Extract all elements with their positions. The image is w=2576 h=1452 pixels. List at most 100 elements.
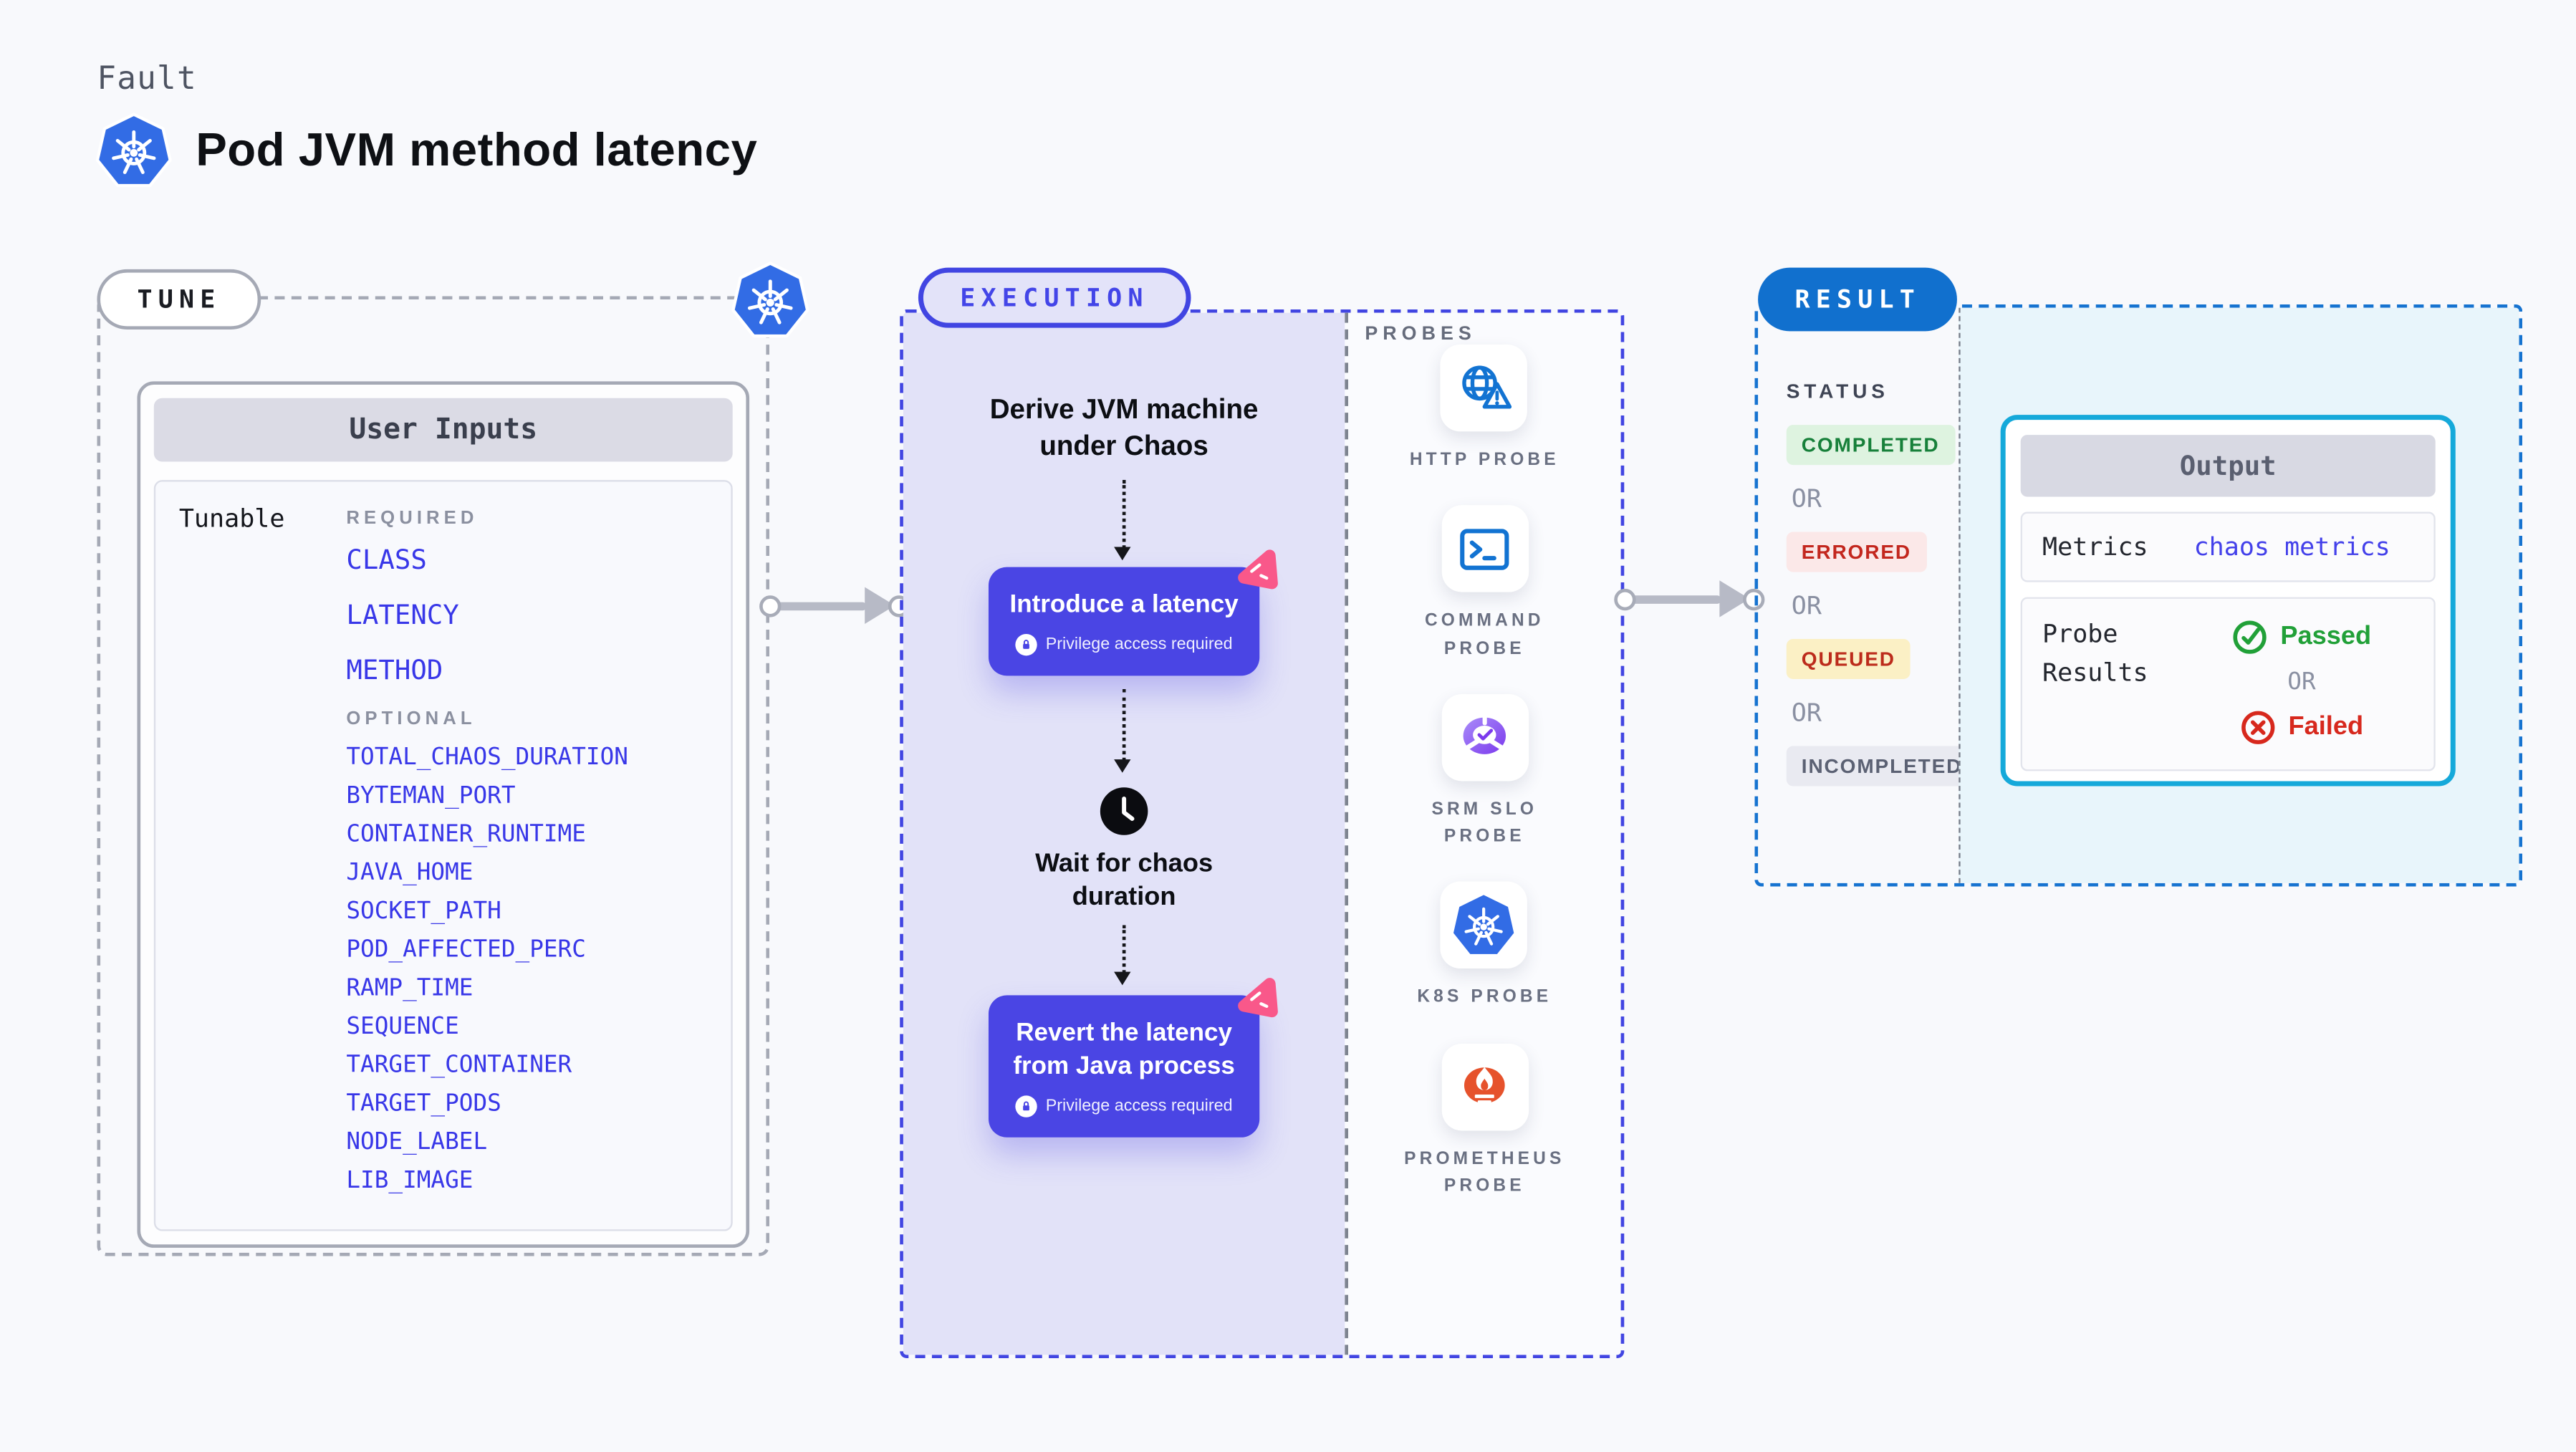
privilege-badge-label: Privilege access required (1045, 635, 1233, 655)
arrow-line (774, 601, 867, 610)
probe-name: COMMAND PROBE (1424, 610, 1544, 658)
execution-label-pill: EXECUTION (918, 267, 1191, 328)
probe-item: SRM SLO PROBE (1391, 693, 1579, 850)
chaos-icon (1232, 971, 1284, 1023)
status-column: STATUS COMPLETED OR ERRORED OR (1758, 308, 1978, 883)
tunable-item[interactable]: CONTAINER_RUNTIME (346, 821, 586, 848)
flow-down-arrow-icon (1114, 689, 1131, 773)
derive-step-text: Derive JVM machine under Chaos (989, 395, 1259, 461)
output-panel: Output Metrics chaos metrics Probe Resul… (1959, 307, 2519, 883)
tunable-item[interactable]: TOTAL_CHAOS_DURATION (346, 744, 628, 771)
tunable-item[interactable]: RAMP_TIME (346, 975, 474, 1002)
connector-dot (759, 595, 782, 617)
probe-name: PROMETHEUS PROBE (1404, 1148, 1565, 1196)
passed-label: Passed (2280, 622, 2372, 651)
probes-label: PROBES (1365, 324, 1476, 345)
tunable-item[interactable]: SOCKET_PATH (346, 898, 501, 925)
execution-flow-panel: Derive JVM machine under Chaos Introduce… (903, 312, 1345, 1355)
privilege-badge: Privilege access required (1005, 634, 1243, 656)
metrics-row: Metrics chaos metrics (2020, 511, 2436, 582)
privilege-badge-label: Privilege access required (1045, 1097, 1233, 1117)
kubernetes-icon (731, 261, 809, 340)
tunable-item[interactable]: METHOD (346, 653, 443, 686)
tunable-item[interactable]: TARGET_PODS (346, 1090, 501, 1117)
probe-name: HTTP PROBE (1409, 450, 1559, 471)
k8s-probe-card[interactable] (1441, 882, 1528, 969)
tunable-lists: REQUIRED CLASS LATENCY METHOD OPTIONAL TOT… (340, 504, 731, 1229)
status-badge: INCOMPLETED (1786, 746, 1978, 787)
or-label: OR (1791, 697, 1822, 728)
tunable-item[interactable]: SEQUENCE (346, 1014, 459, 1041)
revert-latency-step[interactable]: Revert the latency from Java process Pri… (988, 996, 1259, 1138)
failed-label: Failed (2288, 712, 2364, 741)
status-badge: ERRORED (1786, 532, 1927, 572)
wait-step-text: Wait for chaos duration (1035, 850, 1213, 912)
step-title: Introduce a latency (1009, 590, 1239, 618)
result-label-pill: RESULT (1758, 267, 1958, 332)
user-inputs-header: User Inputs (153, 398, 733, 462)
probe-item: HTTP PROBE (1410, 345, 1559, 473)
page-title: Pod JVM method latency (196, 123, 758, 176)
tunable-item[interactable]: POD_AFFECTED_PERC (346, 936, 586, 963)
output-header: Output (2020, 435, 2436, 497)
command-probe-card[interactable] (1441, 505, 1529, 593)
passed-result: Passed (2232, 619, 2371, 655)
status-item: OR INCOMPLETED (1786, 697, 1978, 787)
introduce-latency-step[interactable]: Introduce a latency Privilege access req… (988, 566, 1259, 676)
tunable-item[interactable]: LIB_IMAGE (346, 1167, 474, 1195)
srm-slo-probe-card[interactable] (1441, 693, 1529, 781)
status-badge: QUEUED (1786, 638, 1911, 680)
probe-item: K8S PROBE (1417, 882, 1552, 1011)
x-circle-icon (2240, 709, 2277, 746)
required-group-label: REQUIRED (346, 508, 479, 529)
terminal-icon (1453, 518, 1515, 580)
tunable-item[interactable]: LATENCY (346, 598, 459, 631)
tune-label-pill: TUNE (97, 269, 261, 330)
lock-icon (1015, 634, 1038, 656)
arrow-line (1629, 595, 1721, 603)
status-item: COMPLETED (1786, 425, 1959, 466)
step-title: Revert the latency from Java process (1013, 1019, 1235, 1080)
execution-to-result-arrow (1614, 580, 1765, 617)
result-section: STATUS COMPLETED OR ERRORED OR (1754, 304, 2523, 887)
kubernetes-icon (1451, 892, 1518, 958)
kubernetes-icon (95, 112, 172, 188)
tunable-item[interactable]: NODE_LABEL (346, 1129, 488, 1156)
prometheus-probe-card[interactable] (1441, 1043, 1529, 1130)
status-item: OR ERRORED (1786, 484, 1959, 572)
failed-result: Failed (2240, 709, 2363, 746)
tunable-item[interactable]: JAVA_HOME (346, 860, 474, 887)
probe-results-label: Probe Results (2042, 618, 2148, 687)
chaos-icon (1232, 542, 1284, 594)
probe-results-values: Passed OR Failed (2190, 615, 2414, 746)
prometheus-flame-icon (1453, 1056, 1515, 1117)
tunable-item[interactable]: BYTEMAN_PORT (346, 782, 516, 810)
probe-name: SRM SLO PROBE (1431, 799, 1538, 847)
status-list: COMPLETED OR ERRORED OR QUEUED OR I (1786, 425, 1978, 787)
probe-item: COMMAND PROBE (1391, 505, 1579, 662)
status-label: STATUS (1786, 380, 1889, 403)
fault-type-label: Fault (97, 60, 197, 97)
required-tunable-list: CLASS LATENCY METHOD (346, 544, 731, 686)
metrics-value[interactable]: chaos metrics (2193, 532, 2390, 562)
clock-icon (1099, 787, 1149, 837)
probe-item: PROMETHEUS PROBE (1391, 1043, 1579, 1199)
optional-tunable-list: TOTAL_CHAOS_DURATION BYTEMAN_PORT CONTAINE… (346, 744, 731, 1194)
status-badge: COMPLETED (1786, 425, 1955, 466)
page-header: Pod JVM method latency (95, 112, 757, 188)
tunable-item[interactable]: CLASS (346, 543, 427, 576)
flow-down-arrow-icon (1114, 925, 1131, 986)
optional-group-label: OPTIONAL (346, 709, 476, 730)
execution-section: Derive JVM machine under Chaos Introduce… (900, 309, 1625, 1359)
http-probe-card[interactable] (1441, 345, 1528, 432)
tune-section (97, 296, 770, 1256)
globe-alert-icon (1453, 357, 1515, 419)
privilege-badge: Privilege access required (1005, 1096, 1243, 1118)
tunable-item[interactable]: TARGET_CONTAINER (346, 1052, 572, 1080)
probe-name: K8S PROBE (1417, 987, 1552, 1008)
lock-icon (1015, 1096, 1038, 1118)
connector-dot (1614, 587, 1636, 610)
